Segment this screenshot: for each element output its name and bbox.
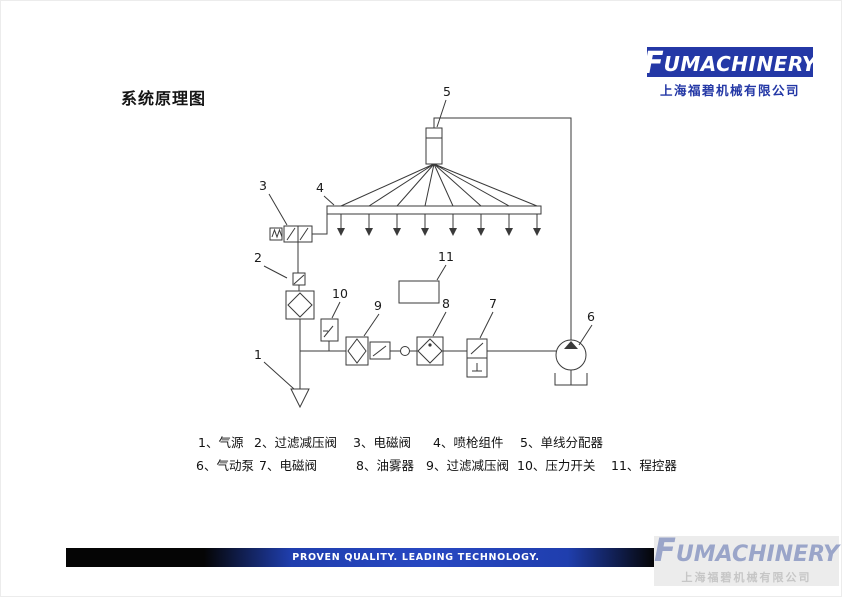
footer-brand-text: UMACHINERY	[675, 542, 840, 567]
gauge-symbol	[400, 346, 410, 356]
component-label-9: 9	[374, 298, 382, 313]
component-label-5: 5	[443, 84, 451, 99]
component-label-10: 10	[332, 286, 348, 301]
component-label-2: 2	[254, 250, 262, 265]
logo-company-name: 上海福碧机械有限公司	[659, 83, 800, 98]
component-label-1: 1	[254, 347, 262, 362]
component-label-6: 6	[587, 309, 595, 324]
filter-regulator-2-symbol	[285, 272, 315, 351]
label-leader-lines	[263, 99, 593, 390]
program-controller-symbol	[398, 280, 440, 304]
pump-arrow-icon	[564, 341, 578, 349]
footer-watermark-brand: FUMACHINERY	[654, 534, 840, 569]
oiler-drip-dot	[428, 343, 432, 347]
solenoid-valve-7-symbol	[466, 338, 488, 378]
component-label-8: 8	[442, 296, 450, 311]
page-title: 系统原理图	[121, 89, 207, 108]
footer-bar: PROVEN QUALITY. LEADING TECHNOLOGY.	[66, 548, 793, 567]
component-label-11: 11	[438, 249, 454, 264]
component-label-3: 3	[259, 178, 267, 193]
solenoid-valve-3-symbol	[269, 214, 328, 273]
nozzle-stems	[340, 214, 538, 228]
distributor-symbol	[425, 127, 443, 165]
spray-gun-manifold	[326, 205, 542, 215]
logo-brand-text: UMACHINERY	[663, 52, 817, 76]
footer-slogan: PROVEN QUALITY. LEADING TECHNOLOGY.	[292, 552, 540, 563]
footer-watermark-logo: FUMACHINERY 上海福碧机械有限公司	[654, 534, 840, 586]
component-label-4: 4	[316, 180, 324, 195]
oiler-symbol	[416, 336, 444, 366]
pressure-switch-symbol	[320, 318, 339, 351]
air-source-symbol	[290, 351, 310, 409]
distributor-fan-lines	[340, 163, 538, 207]
filter-regulator-9-symbol	[345, 336, 391, 366]
logo-brand-initial: F	[643, 46, 664, 81]
pneumatic-pump-symbol	[554, 339, 588, 386]
pipe-distributor-to-pump	[433, 117, 572, 340]
footer-brand-initial: F	[654, 531, 676, 569]
spray-nozzle-arrows	[337, 228, 541, 236]
component-label-7: 7	[489, 296, 497, 311]
footer-watermark-company: 上海福碧机械有限公司	[681, 571, 812, 584]
